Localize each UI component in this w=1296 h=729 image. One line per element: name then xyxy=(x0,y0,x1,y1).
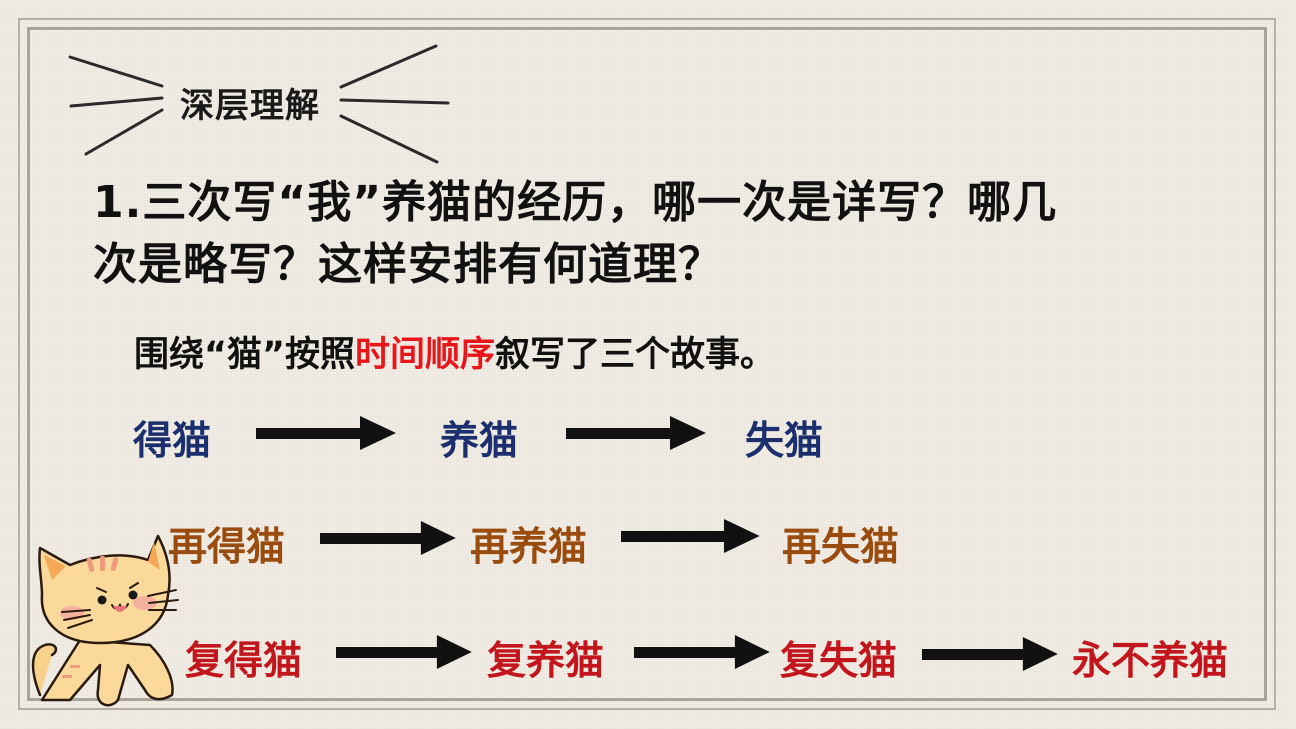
flow-step-get-cat: 得猫 xyxy=(133,419,212,464)
flow-step-lose-cat: 失猫 xyxy=(745,419,824,464)
flow-step-lose-cat-third: 复失猫 xyxy=(780,639,898,684)
flow-step-raise-cat-again: 再养猫 xyxy=(470,525,588,570)
flow-step-never-raise-cat: 永不养猫 xyxy=(1072,639,1229,684)
inner-frame-border xyxy=(27,27,1267,701)
summary-sentence: 围绕“猫”按照时间顺序叙写了三个故事。 xyxy=(134,326,775,377)
section-label: 深层理解 xyxy=(180,86,320,126)
summary-highlight: 时间顺序 xyxy=(355,335,496,375)
question-line-2: 次是略写？这样安排有何道理？ xyxy=(93,239,723,290)
flow-step-get-cat-again: 再得猫 xyxy=(168,525,286,570)
summary-suffix: 叙写了三个故事。 xyxy=(495,335,776,375)
summary-prefix: 围绕“猫”按照 xyxy=(134,335,356,375)
flow-step-get-cat-third: 复得猫 xyxy=(185,639,303,684)
outer-frame-border xyxy=(18,18,1276,710)
question-line-1: 1.三次写“我”养猫的经历，哪一次是详写？哪几 xyxy=(93,177,1058,228)
flow-step-raise-cat: 养猫 xyxy=(440,419,519,464)
flow-step-lose-cat-again: 再失猫 xyxy=(782,525,900,570)
flow-step-raise-cat-third: 复养猫 xyxy=(487,639,605,684)
